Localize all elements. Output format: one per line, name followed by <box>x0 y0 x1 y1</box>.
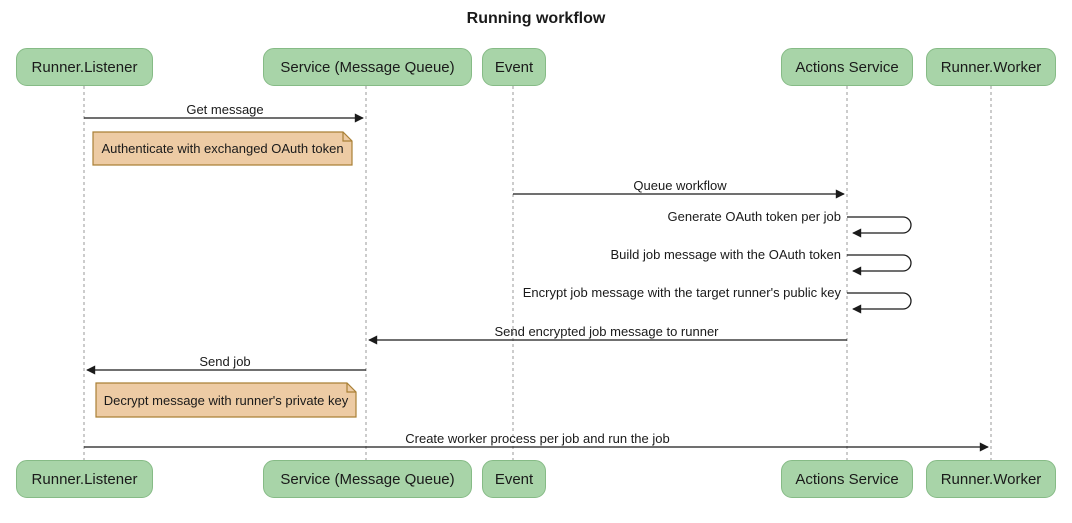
note-authenticate-fold <box>342 132 352 142</box>
actor-bottom-runner-worker: Runner.Worker <box>926 460 1056 498</box>
actor-top-actions-service: Actions Service <box>781 48 913 86</box>
message-label-send-encrypted: Send encrypted job message to runner <box>494 324 719 339</box>
note-decrypt-fold <box>346 383 356 393</box>
message-label-get-message: Get message <box>186 102 264 117</box>
actor-top-service-message-queue: Service (Message Queue) <box>263 48 472 86</box>
actor-top-event: Event <box>482 48 546 86</box>
selfloop-generate-oauth <box>847 216 912 238</box>
message-label-send-job: Send job <box>199 354 251 369</box>
actor-top-runner-listener: Runner.Listener <box>16 48 153 86</box>
note-decrypt-shape <box>95 382 357 418</box>
note-decrypt-label: Decrypt message with runner's private ke… <box>103 392 349 408</box>
actor-bottom-service-message-queue: Service (Message Queue) <box>263 460 472 498</box>
selfloop-encrypt-job-message <box>847 292 912 314</box>
message-label-queue-workflow: Queue workflow <box>633 178 727 193</box>
message-label-generate-oauth: Generate OAuth token per job <box>667 209 841 224</box>
note-authenticate-shape <box>92 131 353 166</box>
diagram-title: Running workflow <box>466 10 606 27</box>
actor-bottom-actions-service: Actions Service <box>781 460 913 498</box>
actor-top-runner-worker: Runner.Worker <box>926 48 1056 86</box>
actor-bottom-event: Event <box>482 460 546 498</box>
message-label-build-job: Build job message with the OAuth token <box>610 247 841 262</box>
message-label-create-worker: Create worker process per job and run th… <box>405 431 670 446</box>
message-label-encrypt-job: Encrypt job message with the target runn… <box>522 285 841 300</box>
note-authenticate-label: Authenticate with exchanged OAuth token <box>101 141 344 156</box>
actor-bottom-runner-listener: Runner.Listener <box>16 460 153 498</box>
selfloop-build-job-message <box>847 254 912 276</box>
